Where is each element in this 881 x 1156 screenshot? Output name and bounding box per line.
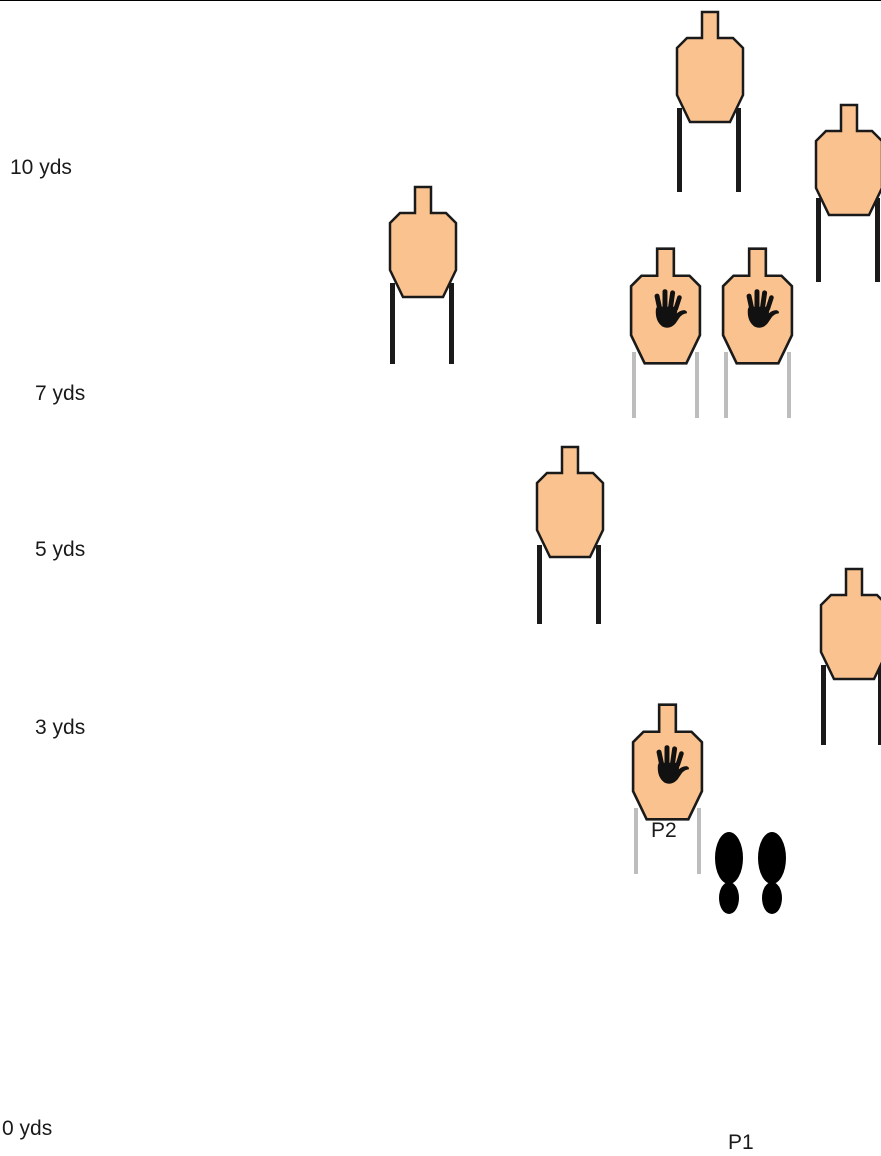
stand-left-leg	[632, 352, 636, 418]
distance-label-3-yds: 3 yds	[35, 716, 86, 739]
left-footprint-sole	[715, 832, 743, 884]
stand-right-leg	[875, 198, 880, 282]
top-border-line	[0, 0, 881, 1]
stand-right-leg	[695, 352, 699, 418]
footprints-icon	[715, 832, 786, 914]
stand-left-leg	[390, 283, 395, 364]
target-silhouette	[535, 445, 605, 559]
stand-left-leg	[677, 108, 682, 192]
stand-right-leg	[736, 108, 741, 192]
target-silhouette	[388, 185, 458, 299]
stand-left-leg	[634, 808, 638, 874]
stand-left-leg	[724, 352, 728, 418]
stand-left-leg	[816, 198, 821, 282]
stand-right-leg	[787, 352, 791, 418]
stand-left-leg	[537, 545, 542, 624]
no-shoot-target-3	[631, 703, 704, 874]
no-shoot-target-2	[721, 247, 794, 418]
left-footprint-heel	[719, 882, 739, 914]
shoot-target-3	[388, 185, 458, 364]
shoot-target-5	[819, 567, 881, 745]
right-footprint-heel	[762, 882, 782, 914]
no-shoot-target-1	[629, 247, 702, 418]
position-label-p1: P1	[728, 1131, 754, 1154]
stand-right-leg	[596, 545, 601, 624]
shoot-target-1	[675, 10, 745, 192]
target-silhouette	[814, 103, 881, 217]
position-label-p2: P2	[651, 819, 677, 842]
stand-right-leg	[697, 808, 701, 874]
target-silhouette	[819, 567, 881, 681]
shoot-target-4	[535, 445, 605, 624]
right-footprint-sole	[758, 832, 786, 884]
stand-right-leg	[449, 283, 454, 364]
target-silhouette	[675, 10, 745, 124]
stand-right-leg	[878, 665, 881, 745]
stand-left-leg	[821, 665, 826, 745]
distance-label-7-yds: 7 yds	[35, 382, 86, 405]
distance-label-10-yds: 10 yds	[10, 156, 72, 179]
distance-label-5-yds: 5 yds	[35, 538, 86, 561]
shoot-target-2	[814, 103, 881, 282]
distance-label-0-yds: 0 yds	[2, 1117, 53, 1140]
